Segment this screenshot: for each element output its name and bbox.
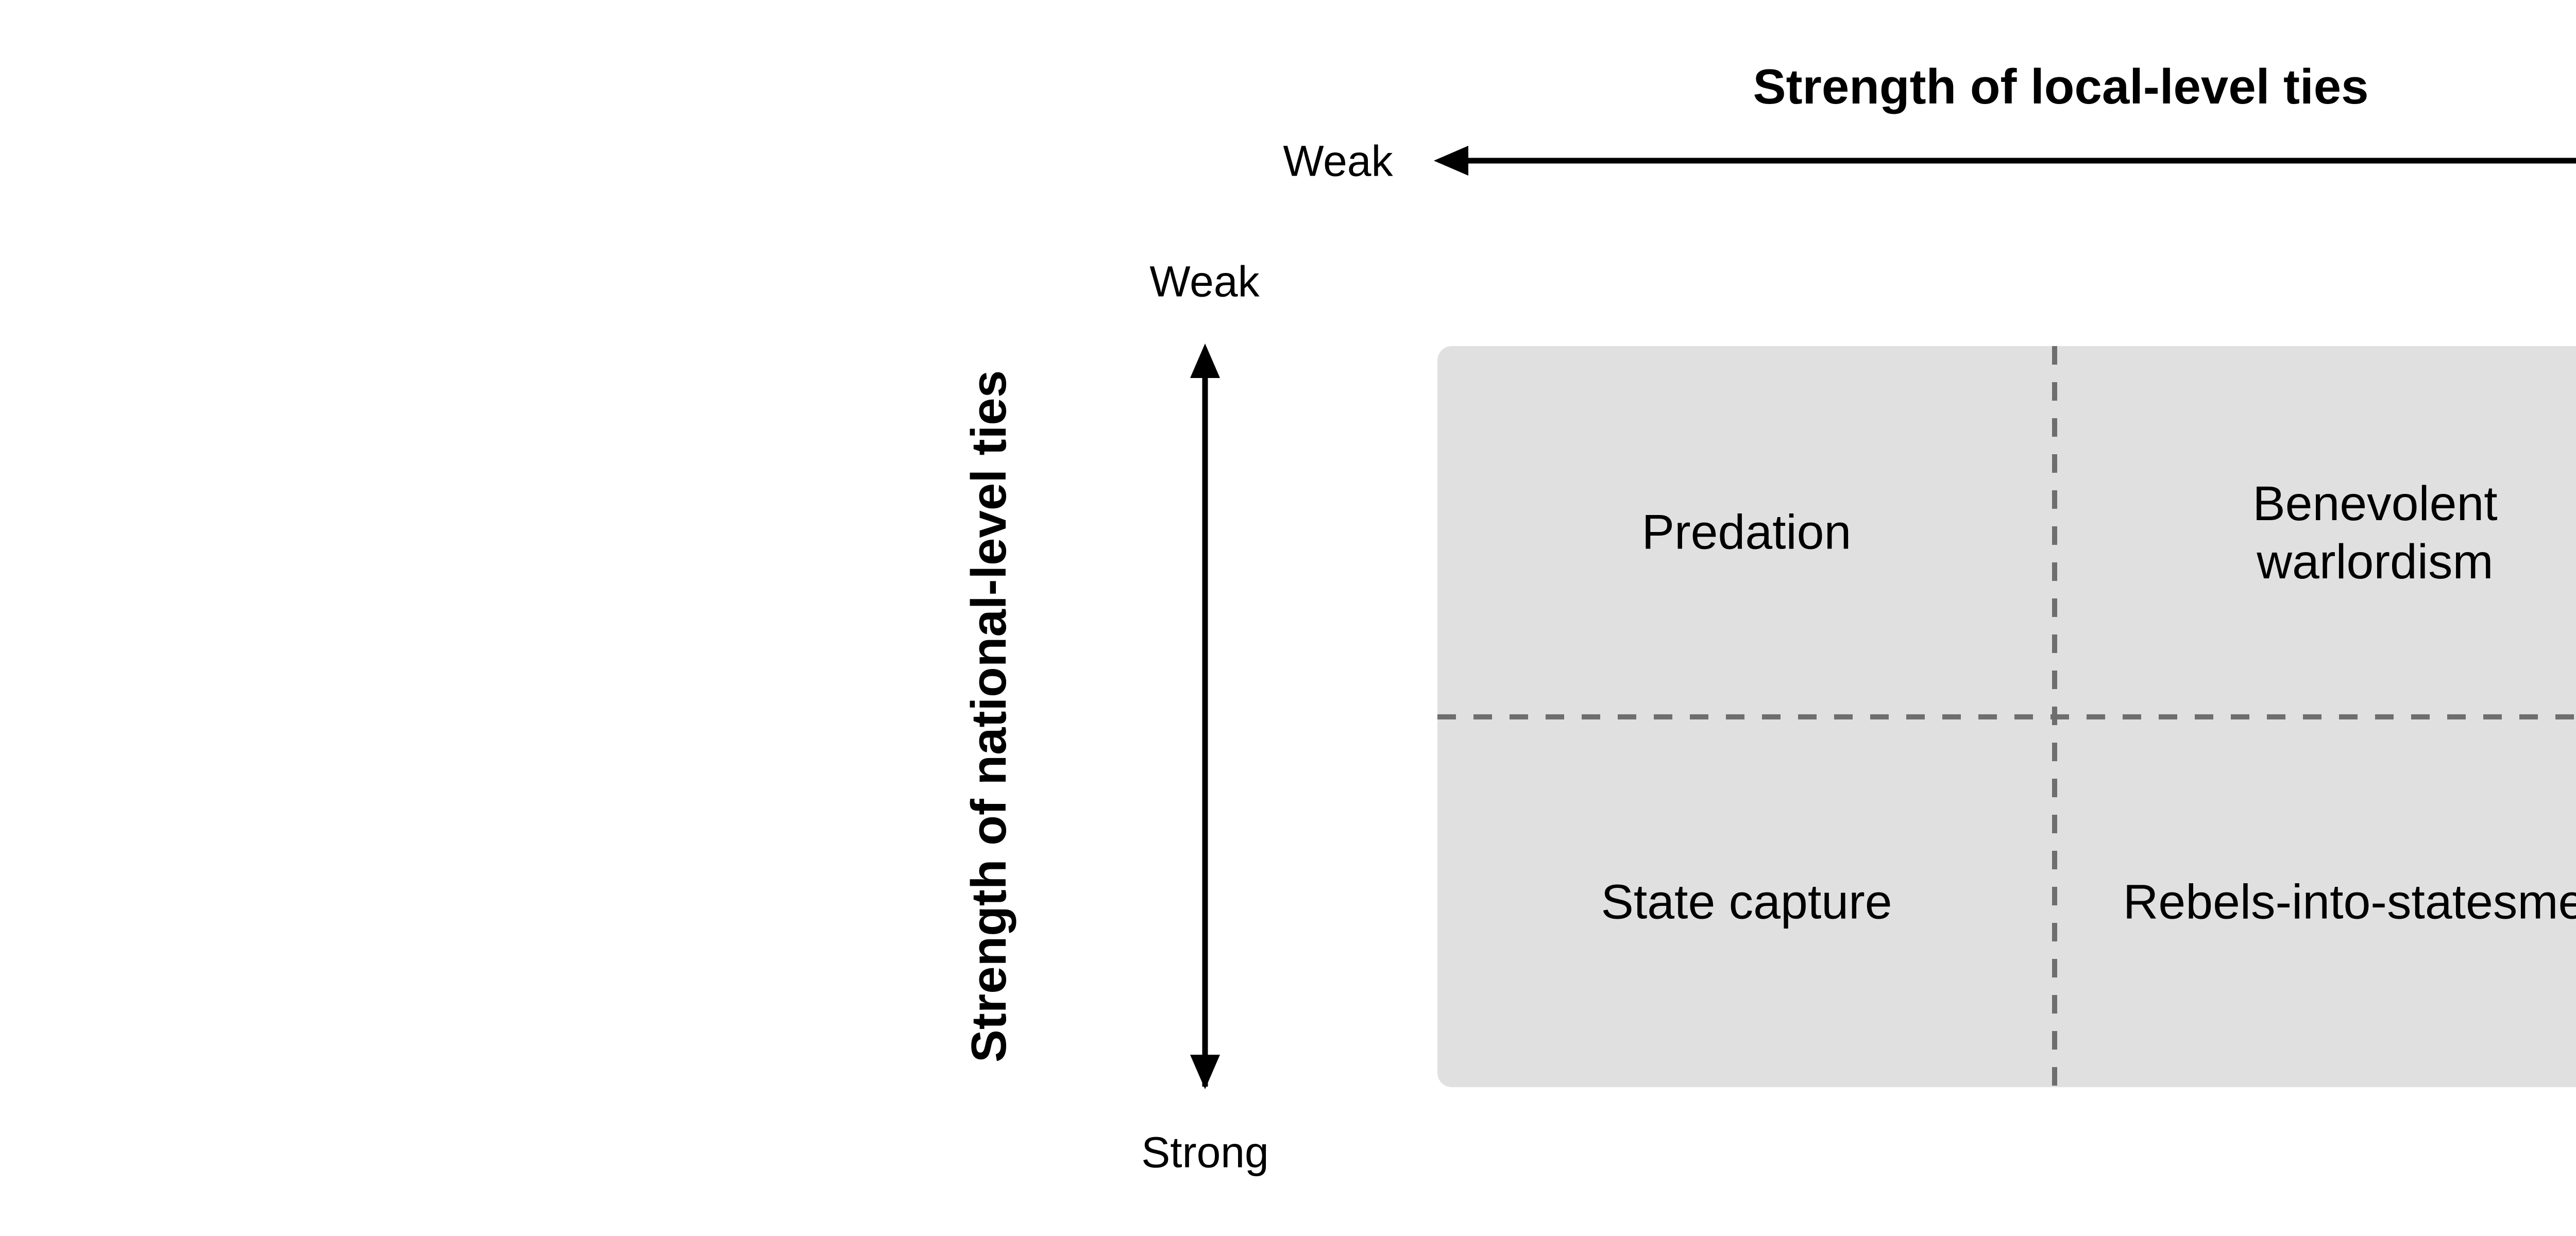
y-axis-strong-label: Strong bbox=[1141, 1128, 1269, 1177]
x-axis-weak-label: Weak bbox=[1283, 136, 1393, 185]
arrowhead-up-icon bbox=[1190, 344, 1220, 378]
y-axis-double-arrow bbox=[1190, 344, 1220, 1089]
x-axis-arrow-shaft bbox=[1458, 158, 2576, 164]
horizontal-divider-dashed-line bbox=[1437, 714, 2576, 719]
quadrant-label-predation: Predation bbox=[1641, 505, 1852, 560]
quadrant-label-rebels-into-statesmen: Rebels-into-statesmen bbox=[2123, 874, 2576, 930]
x-axis-title: Strength of local-level ties bbox=[1753, 59, 2369, 114]
arrowhead-left-icon bbox=[1434, 146, 1468, 176]
y-axis-arrow-shaft bbox=[1202, 371, 1208, 1087]
vertical-divider-dashed-line bbox=[2052, 346, 2057, 1087]
arrowhead-down-icon bbox=[1190, 1055, 1220, 1089]
quadrant-label-benevolent-warlordism: Benevolent warlordism bbox=[2252, 476, 2498, 589]
y-axis-title: Strength of national-level ties bbox=[961, 370, 1016, 1063]
quadrant-label-state-capture: State capture bbox=[1601, 874, 1892, 930]
y-axis-weak-label: Weak bbox=[1149, 257, 1260, 306]
x-axis-double-arrow bbox=[1434, 146, 2576, 176]
